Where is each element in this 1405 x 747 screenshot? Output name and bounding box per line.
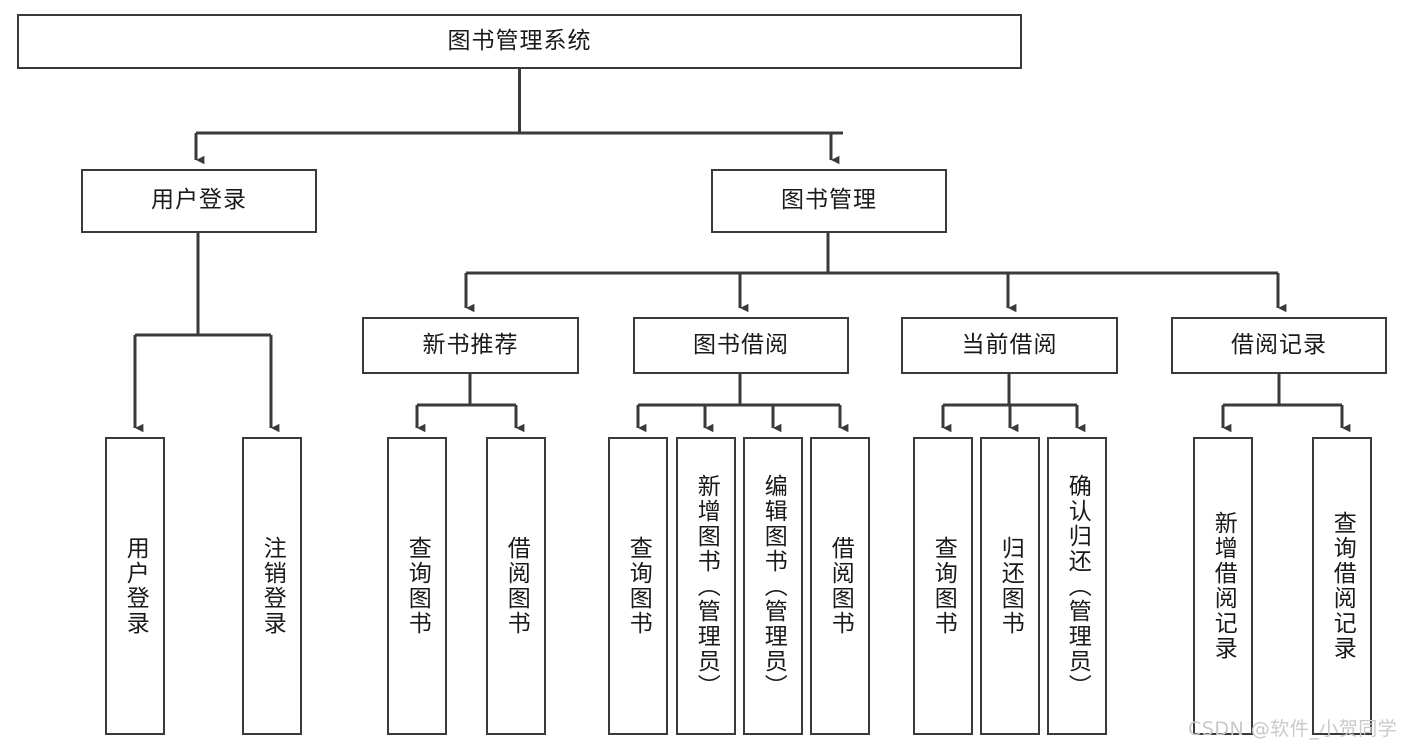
node-current-borrow[interactable]: 当前借阅 (901, 317, 1118, 374)
node-label: 借阅图书 (503, 536, 530, 636)
leaf-recommend-borrow-book[interactable]: 借阅图书 (486, 437, 546, 735)
node-label: 查询图书 (625, 536, 652, 636)
leaf-current-query-book[interactable]: 查询图书 (913, 437, 973, 735)
leaf-record-add-record[interactable]: 新增借阅记录 (1193, 437, 1253, 735)
node-root-system[interactable]: 图书管理系统 (17, 14, 1022, 69)
node-book-management[interactable]: 图书管理 (711, 169, 947, 233)
leaf-borrow-borrow-book[interactable]: 借阅图书 (810, 437, 870, 735)
leaf-user-login-logout[interactable]: 注销登录 (242, 437, 302, 735)
node-borrow-record[interactable]: 借阅记录 (1171, 317, 1387, 374)
node-label: 新书推荐 (422, 331, 519, 358)
node-label: 图书管理系统 (447, 27, 592, 54)
node-label: 查询图书 (930, 536, 957, 636)
watermark-text: CSDN @软件_小贺同学 (1188, 718, 1398, 740)
node-label: 注销登录 (259, 536, 286, 636)
node-label: 新增借阅记录 (1210, 511, 1237, 661)
node-user-login[interactable]: 用户登录 (81, 169, 317, 233)
node-new-book-recommend[interactable]: 新书推荐 (362, 317, 579, 374)
node-label: 用户登录 (122, 536, 149, 636)
leaf-user-login-login[interactable]: 用户登录 (105, 437, 165, 735)
node-label: 归还图书 (997, 536, 1024, 636)
node-label: 用户登录 (151, 187, 247, 214)
node-book-borrow[interactable]: 图书借阅 (633, 317, 849, 374)
node-label: 查询借阅记录 (1329, 511, 1356, 661)
leaf-recommend-query-book[interactable]: 查询图书 (387, 437, 447, 735)
node-label: 新增图书（管理员） (693, 473, 720, 699)
node-label: 查询图书 (404, 536, 431, 636)
node-label: 图书管理 (781, 187, 877, 214)
node-label: 借阅图书 (827, 536, 854, 636)
node-label: 确认归还（管理员） (1064, 473, 1091, 699)
leaf-borrow-edit-book-admin[interactable]: 编辑图书（管理员） (743, 437, 803, 735)
node-label: 借阅记录 (1231, 331, 1327, 358)
node-label: 当前借阅 (961, 331, 1058, 358)
leaf-borrow-add-book-admin[interactable]: 新增图书（管理员） (676, 437, 736, 735)
leaf-record-query-record[interactable]: 查询借阅记录 (1312, 437, 1372, 735)
leaf-current-return-book[interactable]: 归还图书 (980, 437, 1040, 735)
node-label: 图书借阅 (693, 331, 789, 358)
leaf-borrow-query-book[interactable]: 查询图书 (608, 437, 668, 735)
node-label: 编辑图书（管理员） (760, 473, 787, 699)
leaf-current-confirm-return-admin[interactable]: 确认归还（管理员） (1047, 437, 1107, 735)
